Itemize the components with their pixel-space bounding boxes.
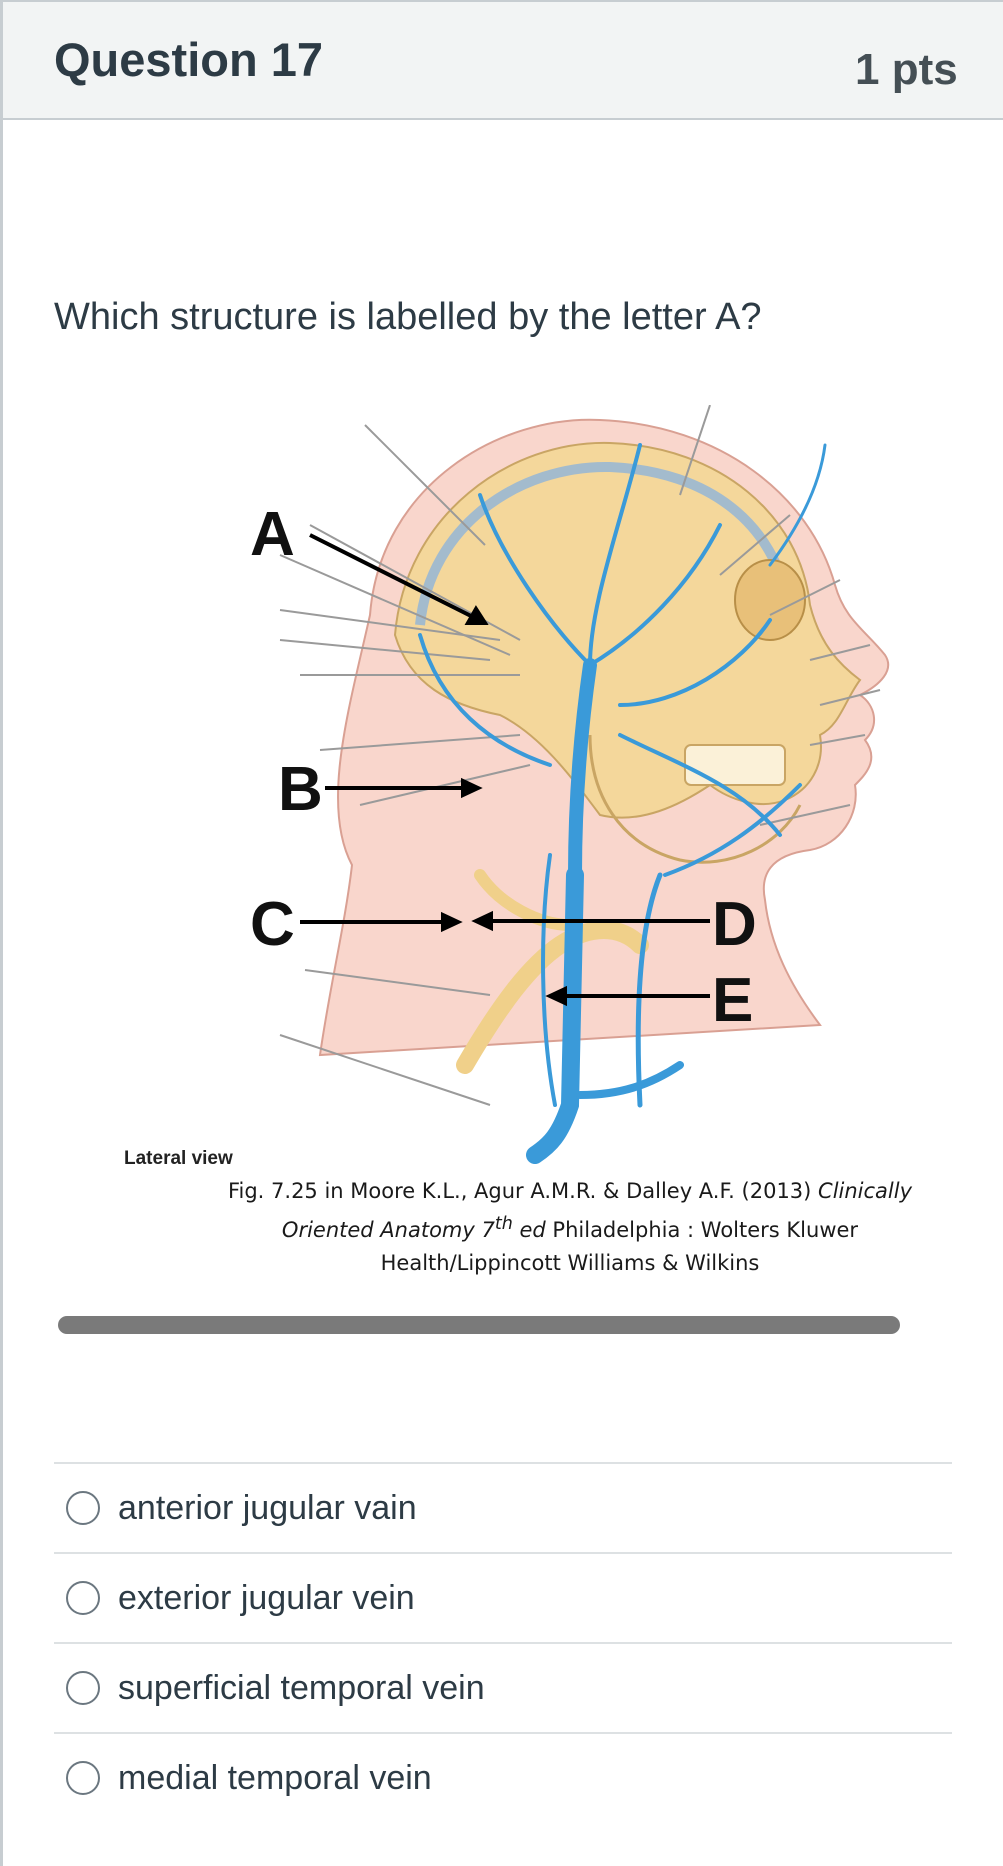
figure-view-label: Lateral view (124, 1148, 233, 1170)
answer-label: superficial temporal vein (118, 1669, 485, 1708)
figure-label-e: E (712, 966, 753, 1035)
figure-label-d: D (712, 890, 757, 959)
question-header: Question 17 1 pts (3, 2, 1003, 120)
figure-label-b: B (278, 755, 323, 824)
caption-line2-sup: th (495, 1214, 513, 1234)
answer-option[interactable]: exterior jugular vein (54, 1552, 952, 1642)
anatomy-figure: A B C D E Lateral view Fig. 7.25 in Moor… (120, 405, 960, 1275)
figure-caption: Fig. 7.25 in Moore K.L., Agur A.M.R. & D… (175, 1175, 965, 1280)
radio-button[interactable] (66, 1581, 100, 1615)
caption-line2-a: Oriented Anatomy 7 (282, 1218, 495, 1242)
answer-option[interactable]: medial temporal vein (54, 1732, 952, 1822)
radio-button[interactable] (66, 1761, 100, 1795)
caption-line2-b: ed (513, 1218, 546, 1242)
caption-line3: Health/Lippincott Williams & Wilkins (175, 1247, 965, 1280)
figure-label-a: A (250, 500, 295, 569)
caption-line1-b: Clinically (818, 1179, 912, 1203)
figure-label-c: C (250, 890, 295, 959)
radio-button[interactable] (66, 1671, 100, 1705)
caption-line1-a: Fig. 7.25 in Moore K.L., Agur A.M.R. & D… (228, 1179, 818, 1203)
answer-list: anterior jugular vain exterior jugular v… (54, 1462, 952, 1822)
answer-option[interactable]: anterior jugular vain (54, 1462, 952, 1552)
answer-label: exterior jugular vein (118, 1579, 415, 1618)
question-text: Which structure is labelled by the lette… (54, 296, 762, 339)
head-neck-veins-illustration: A B C D E (120, 405, 960, 1165)
radio-button[interactable] (66, 1491, 100, 1525)
answer-label: anterior jugular vain (118, 1489, 417, 1528)
question-title: Question 17 (54, 32, 323, 87)
question-points: 1 pts (855, 38, 965, 102)
horizontal-scrollbar[interactable] (58, 1316, 900, 1334)
caption-line2-c: Philadelphia : Wolters Kluwer (546, 1218, 858, 1242)
answer-label: medial temporal vein (118, 1759, 432, 1798)
answer-option[interactable]: superficial temporal vein (54, 1642, 952, 1732)
